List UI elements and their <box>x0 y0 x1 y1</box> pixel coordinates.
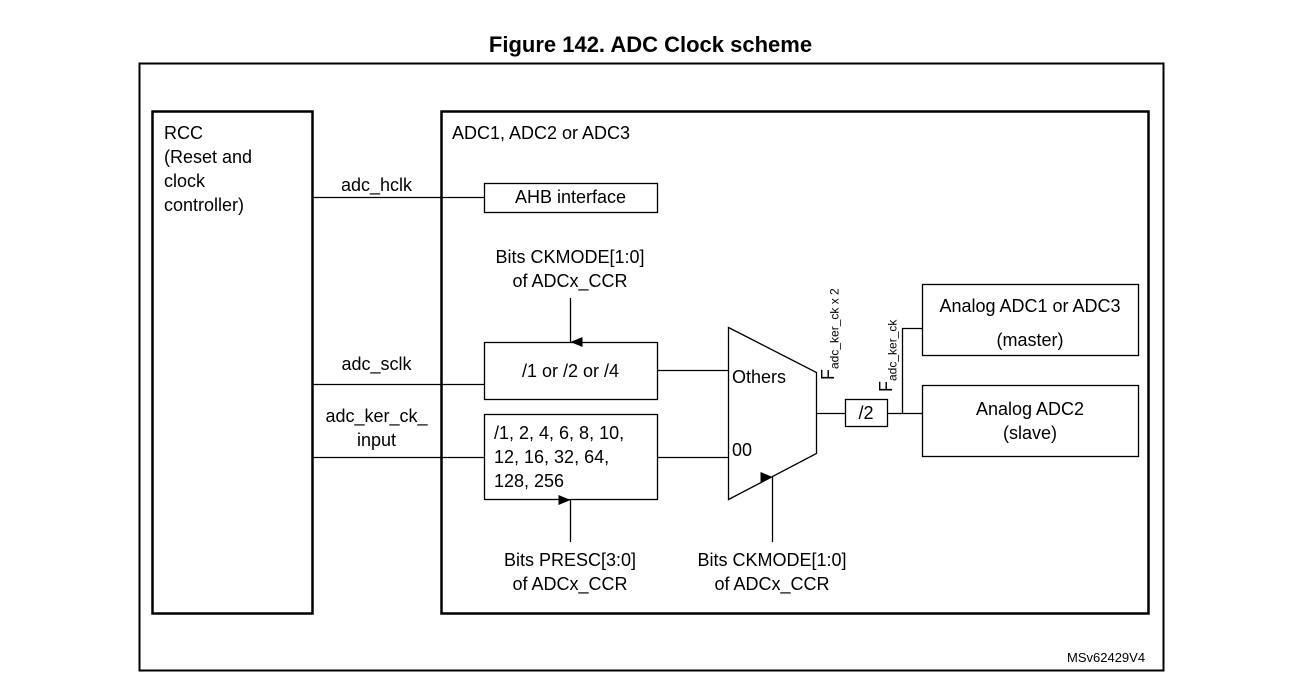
prescaler-line: /1, 2, 4, 6, 8, 10, <box>494 423 625 443</box>
div2-label: /2 <box>858 403 874 423</box>
rcc-line: (Reset and <box>164 147 253 167</box>
analog-master-label: Analog ADC1 or ADC3 (master) <box>922 289 1138 357</box>
ckmode-bottom-label: Bits CKMODE[1:0] of ADCx_CCR <box>672 548 872 596</box>
signal-adc-ker-ck-input: adc_ker_ck_ input <box>312 404 441 452</box>
analog-line: (master) <box>996 330 1064 350</box>
figure-title: Figure 142. ADC Clock scheme <box>488 32 813 57</box>
freq-symbol: F <box>818 369 838 380</box>
ckmode-top-label: Bits CKMODE[1:0] of ADCx_CCR <box>470 245 670 293</box>
mux-input-others: Others <box>732 367 787 387</box>
control-line: Bits PRESC[3:0] <box>503 550 637 570</box>
analog-master-box <box>921 283 1140 357</box>
freq-ker-ck-label: Fadc_ker_ck <box>876 320 900 392</box>
ahb-interface-box <box>483 182 659 214</box>
prescaler-label: /1, 2, 4, 6, 8, 10, 12, 16, 32, 64, 128,… <box>494 421 624 493</box>
sclk-divider-label: /1 or /2 or /4 <box>521 361 620 381</box>
control-line: Bits CKMODE[1:0] <box>697 550 847 570</box>
control-line: of ADCx_CCR <box>714 574 830 594</box>
signal-line: adc_ker_ck_ <box>325 406 428 426</box>
rcc-line: clock <box>164 171 206 191</box>
freq-ker-ck-x2-label: Fadc_ker_ck x 2 <box>818 288 842 380</box>
analog-slave-box <box>921 384 1140 458</box>
rcc-block <box>151 110 314 615</box>
freq-subscript: adc_ker_ck x 2 <box>827 288 842 369</box>
presc-control-label: Bits PRESC[3:0] of ADCx_CCR <box>470 548 670 596</box>
figure-frame <box>138 62 1165 672</box>
prescaler-line: 128, 256 <box>494 471 565 491</box>
analog-line: (slave) <box>1002 423 1057 443</box>
clock-mux <box>727 326 818 501</box>
signal-adc-sclk: adc_sclk <box>341 354 412 374</box>
signal-line: input <box>356 430 397 450</box>
wire-to-master <box>901 327 922 414</box>
figure-reference-id: MSv62429V4 <box>1067 650 1146 665</box>
ahb-interface-label: AHB interface <box>514 187 627 207</box>
control-line: of ADCx_CCR <box>512 271 628 291</box>
analog-line: Analog ADC1 or ADC3 <box>939 296 1121 316</box>
rcc-label: RCC (Reset and clock controller) <box>164 121 252 217</box>
freq-subscript: adc_ker_ck <box>885 319 900 381</box>
rcc-line: controller) <box>164 195 245 215</box>
rcc-line: RCC <box>164 123 203 143</box>
analog-line: Analog ADC2 <box>975 399 1085 419</box>
adc-block <box>440 110 1150 615</box>
signal-adc-hclk: adc_hclk <box>340 175 413 195</box>
prescaler-line: 12, 16, 32, 64, <box>494 447 610 467</box>
adc-block-label: ADC1, ADC2 or ADC3 <box>452 123 631 143</box>
control-line: Bits CKMODE[1:0] <box>495 247 645 267</box>
mux-input-00: 00 <box>732 440 753 460</box>
control-line: of ADCx_CCR <box>512 574 628 594</box>
freq-symbol: F <box>876 381 896 392</box>
analog-slave-label: Analog ADC2 (slave) <box>922 397 1138 445</box>
